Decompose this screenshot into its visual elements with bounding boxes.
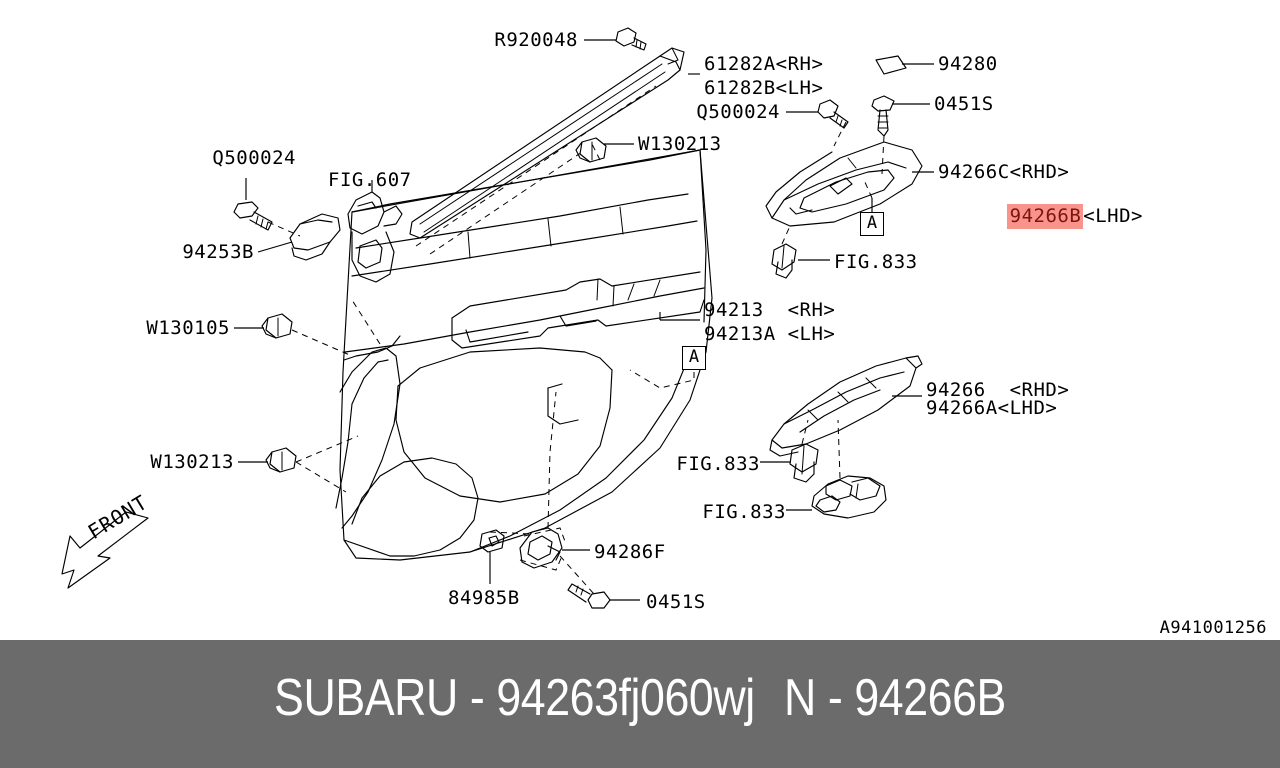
label-r920048: R920048 (494, 29, 578, 51)
label-fig833-mid: FIG.833 (676, 453, 760, 475)
technical-drawing-svg (61, 27, 934, 609)
label-w130213-left: W130213 (150, 451, 234, 473)
label-84985b: 84985B (448, 587, 520, 609)
fig833-clip-upper (771, 243, 797, 279)
footer-selected-part: 94266B (854, 669, 1006, 727)
footer-bar (0, 640, 1280, 768)
label-61282b: 61282B<LH> (704, 77, 824, 99)
footer-diagram-number: 94263fj060wj (496, 669, 755, 727)
label-0451s-bottom: 0451S (646, 591, 706, 613)
label-0451s-top: 0451S (934, 93, 994, 115)
fastener-q500024-left (233, 201, 273, 231)
label-94266b-suffix: <LHD> (1083, 205, 1143, 227)
label-94213a: 94213A <LH> (704, 323, 836, 345)
fastener-w130105 (261, 313, 293, 339)
fig833-clip-mid (789, 443, 819, 483)
label-q500024-left: Q500024 (212, 147, 296, 169)
footer-node-prefix: N (783, 669, 816, 727)
fastener-q500024-top (817, 99, 849, 129)
label-fig607: FIG.607 (328, 169, 412, 191)
fig607-bracket (347, 191, 403, 283)
part-94286f (519, 527, 567, 571)
label-q500024-top: Q500024 (696, 101, 780, 123)
assembly-dashed-lines (267, 121, 885, 595)
label-94266b-row: 94266B<LHD> (935, 180, 1143, 252)
label-94213: 94213 <RH> (704, 299, 836, 321)
fig833-switch-assembly (811, 475, 887, 519)
fastener-0451s-bottom (567, 583, 611, 609)
part-84985b (479, 529, 505, 553)
label-w130213-top: W130213 (638, 133, 722, 155)
label-94253b: 94253B (182, 241, 254, 263)
label-w130105: W130105 (146, 317, 230, 339)
door-trim-panel-drawing (335, 149, 713, 561)
fastener-w130213-left (265, 447, 297, 473)
label-94266a: 94266A<LHD> (926, 397, 1058, 419)
label-94280: 94280 (938, 53, 998, 75)
fastener-r920048 (615, 27, 647, 51)
drawing-reference-code: A941001256 (1159, 618, 1267, 638)
label-61282a: 61282A<RH> (704, 53, 824, 75)
diagram-canvas: R920048 61282A<RH> 61282B<LH> Q500024 94… (61, 27, 1267, 638)
label-94266c: 94266C<RHD> (938, 161, 1070, 183)
belt-molding-61282 (409, 47, 685, 255)
footer-caption: SUBARU - 94263fj060wj N - 94266B (90, 668, 1191, 728)
label-fig833-upper: FIG.833 (834, 251, 918, 273)
footer-brand: SUBARU (274, 669, 458, 727)
part-94253b (289, 213, 341, 261)
part-94280-cap (875, 55, 907, 75)
switch-bezel-94266c (765, 141, 923, 227)
label-94266: 94266 <RHD> (926, 379, 1070, 401)
label-94266b-highlight: 94266B (1006, 204, 1084, 229)
label-94286f: 94286F (594, 541, 666, 563)
fastener-w130213-top (575, 137, 607, 163)
footer-separator-1: - (469, 669, 485, 727)
footer-separator-2: - (827, 669, 843, 727)
callout-a-upper: A (860, 212, 884, 236)
fastener-0451s-top (871, 95, 895, 137)
front-direction-arrow (61, 511, 149, 589)
callout-a-lower: A (682, 346, 706, 370)
label-fig833-low: FIG.833 (702, 501, 786, 523)
leader-lines (234, 39, 934, 601)
switch-bezel-94266 (769, 355, 923, 457)
